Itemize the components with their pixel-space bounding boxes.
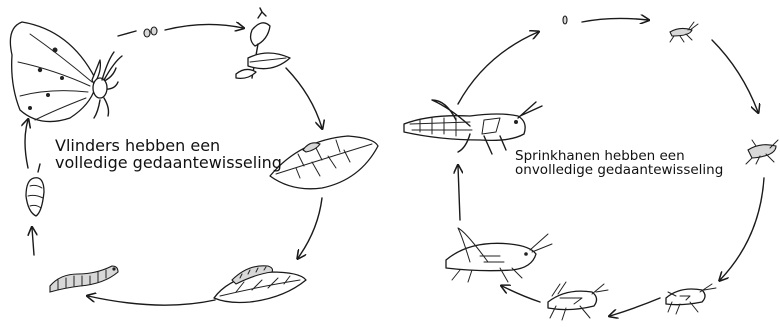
- chrysalis: [26, 164, 44, 216]
- butterfly-eggs: [144, 27, 157, 37]
- cycle-arrow: [25, 120, 28, 168]
- grasshopper-nymph-5: [446, 228, 552, 282]
- cycle-arrow: [286, 68, 322, 128]
- caterpillar: [50, 266, 118, 292]
- cycle-arrow: [610, 298, 660, 316]
- cycle-arrow: [582, 18, 648, 22]
- grasshopper-nymph-1: [670, 22, 698, 42]
- cycle-arrow: [712, 40, 758, 112]
- grasshopper-egg: [563, 16, 567, 24]
- leaf-with-caterpillar: [214, 266, 306, 303]
- cycle-arrow: [502, 286, 540, 302]
- grasshopper-caption-line1: Sprinkhanen hebben een: [515, 149, 723, 163]
- grasshopper-nymph-4: [548, 282, 608, 320]
- grasshopper-caption-line2: onvolledige gedaantewisseling: [515, 163, 723, 177]
- cycle-arrow: [32, 228, 34, 255]
- grasshopper-adult: [404, 100, 542, 154]
- butterfly-caption: Vlinders hebben een volledige gedaantewi…: [55, 138, 282, 172]
- cycle-arrow: [458, 166, 460, 220]
- grasshopper-caption: Sprinkhanen hebben een onvolledige gedaa…: [515, 149, 723, 177]
- cycle-arrow: [720, 178, 764, 280]
- butterfly-caption-line2: volledige gedaantewisseling: [55, 155, 282, 172]
- cycle-arrow: [118, 31, 136, 36]
- cycle-arrow: [458, 32, 538, 104]
- cycle-arrow: [88, 296, 215, 305]
- cycle-arrow: [298, 198, 322, 258]
- cycle-arrow: [165, 24, 243, 30]
- butterfly-illustration: [10, 22, 122, 122]
- leaf-eaten-by-caterpillar: [270, 136, 378, 189]
- grasshopper-nymph-2: [746, 140, 778, 164]
- leaf-with-eggs: [236, 8, 290, 78]
- grasshopper-nymph-3: [666, 284, 716, 314]
